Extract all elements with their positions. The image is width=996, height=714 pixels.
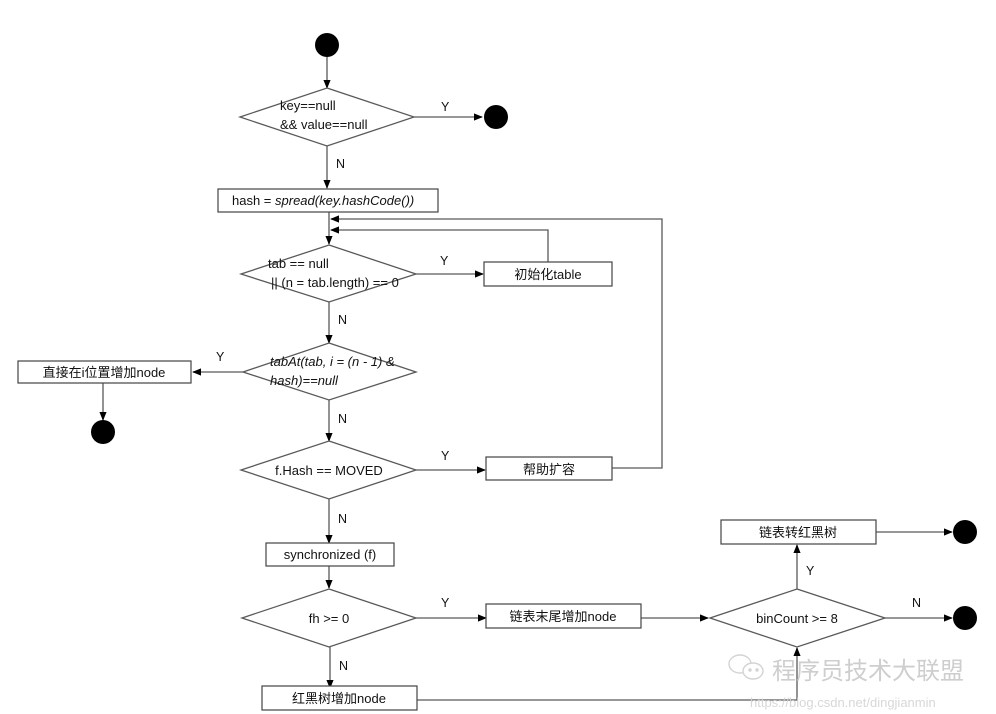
decision-cond-fh: fh >= 0 xyxy=(239,588,419,648)
end-node-add-i xyxy=(91,420,115,444)
wechat-icon xyxy=(728,654,764,680)
list-append-label: 链表末尾增加node xyxy=(510,609,617,624)
treeify-label: 链表转红黑树 xyxy=(759,525,837,540)
sync-label: synchronized (f) xyxy=(284,547,376,562)
cond-bincount-label: binCount >= 8 xyxy=(756,611,838,626)
process-tree-add: 红黑树增加node xyxy=(261,685,418,711)
decision-cond-tab: tab == null || (n = tab.length) == 0 xyxy=(238,244,419,303)
edge-tree-add-to-bincount xyxy=(417,647,801,701)
process-init-table: 初始化table xyxy=(483,261,613,287)
decision-cond-null: key==null && value==null xyxy=(237,87,417,147)
process-help-transfer: 帮助扩容 xyxy=(485,456,613,481)
cond-tab-line-2: || (n = tab.length) == 0 xyxy=(271,275,399,290)
hash-label: hash = spread(key.hashCode()) xyxy=(232,193,414,208)
label-cond-tabat-yes: Y xyxy=(216,350,225,364)
process-list-append: 链表末尾增加node xyxy=(485,603,642,629)
connectors xyxy=(99,57,953,701)
watermark-url: https://blog.csdn.net/dingjianmin xyxy=(750,695,936,710)
cond-null-line-2: && value==null xyxy=(280,117,368,132)
label-cond-tab-no: N xyxy=(338,313,347,327)
init-table-label: 初始化table xyxy=(514,267,581,282)
tree-add-label: 红黑树增加node xyxy=(292,691,386,706)
terminals xyxy=(91,33,977,630)
label-cond-tab-yes: Y xyxy=(440,254,449,268)
label-cond-tabat-no: N xyxy=(338,412,347,426)
label-cond-null-yes: Y xyxy=(441,100,450,114)
hash-prefix: hash = xyxy=(232,193,275,208)
cond-tabat-line-1: tabAt(tab, i = (n - 1) & xyxy=(270,354,395,369)
help-transfer-label: 帮助扩容 xyxy=(523,462,575,477)
label-cond-moved-no: N xyxy=(338,512,347,526)
edge-init-table-loop xyxy=(330,226,549,262)
process-hash: hash = spread(key.hashCode()) xyxy=(217,188,439,213)
hash-expr: spread(key.hashCode()) xyxy=(275,193,414,208)
decision-cond-moved: f.Hash == MOVED xyxy=(238,440,419,500)
add-at-i-label: 直接在i位置增加node xyxy=(43,365,166,380)
cond-tab-line-1: tab == null xyxy=(268,256,329,271)
watermark-account: 程序员技术大联盟 xyxy=(772,657,964,685)
start-node xyxy=(315,33,339,57)
label-cond-moved-yes: Y xyxy=(441,449,450,463)
edge-help-transfer-loop xyxy=(330,215,663,469)
branch-labels: Y N Y N Y N Y N Y N Y N xyxy=(216,100,921,673)
end-node-bincount xyxy=(953,606,977,630)
process-treeify: 链表转红黑树 xyxy=(720,519,877,545)
label-bincount-yes: Y xyxy=(806,564,815,578)
label-bincount-no: N xyxy=(912,596,921,610)
cond-tabat-line-2: hash)==null xyxy=(270,373,339,388)
process-sync: synchronized (f) xyxy=(265,542,395,567)
cond-null-line-1: key==null xyxy=(280,98,336,113)
label-cond-fh-yes: Y xyxy=(441,596,450,610)
process-add-at-i: 直接在i位置增加node xyxy=(17,360,192,384)
decision-cond-tabat: tabAt(tab, i = (n - 1) & hash)==null xyxy=(240,342,419,401)
decision-cond-bincount: binCount >= 8 xyxy=(707,588,888,648)
end-node-treeify xyxy=(953,520,977,544)
end-node-null xyxy=(484,105,508,129)
cond-fh-label: fh >= 0 xyxy=(309,611,349,626)
label-cond-null-no: N xyxy=(336,157,345,171)
watermark: 程序员技术大联盟 https://blog.csdn.net/dingjianm… xyxy=(728,654,964,710)
label-cond-fh-no: N xyxy=(339,659,348,673)
cond-moved-label: f.Hash == MOVED xyxy=(275,463,383,478)
